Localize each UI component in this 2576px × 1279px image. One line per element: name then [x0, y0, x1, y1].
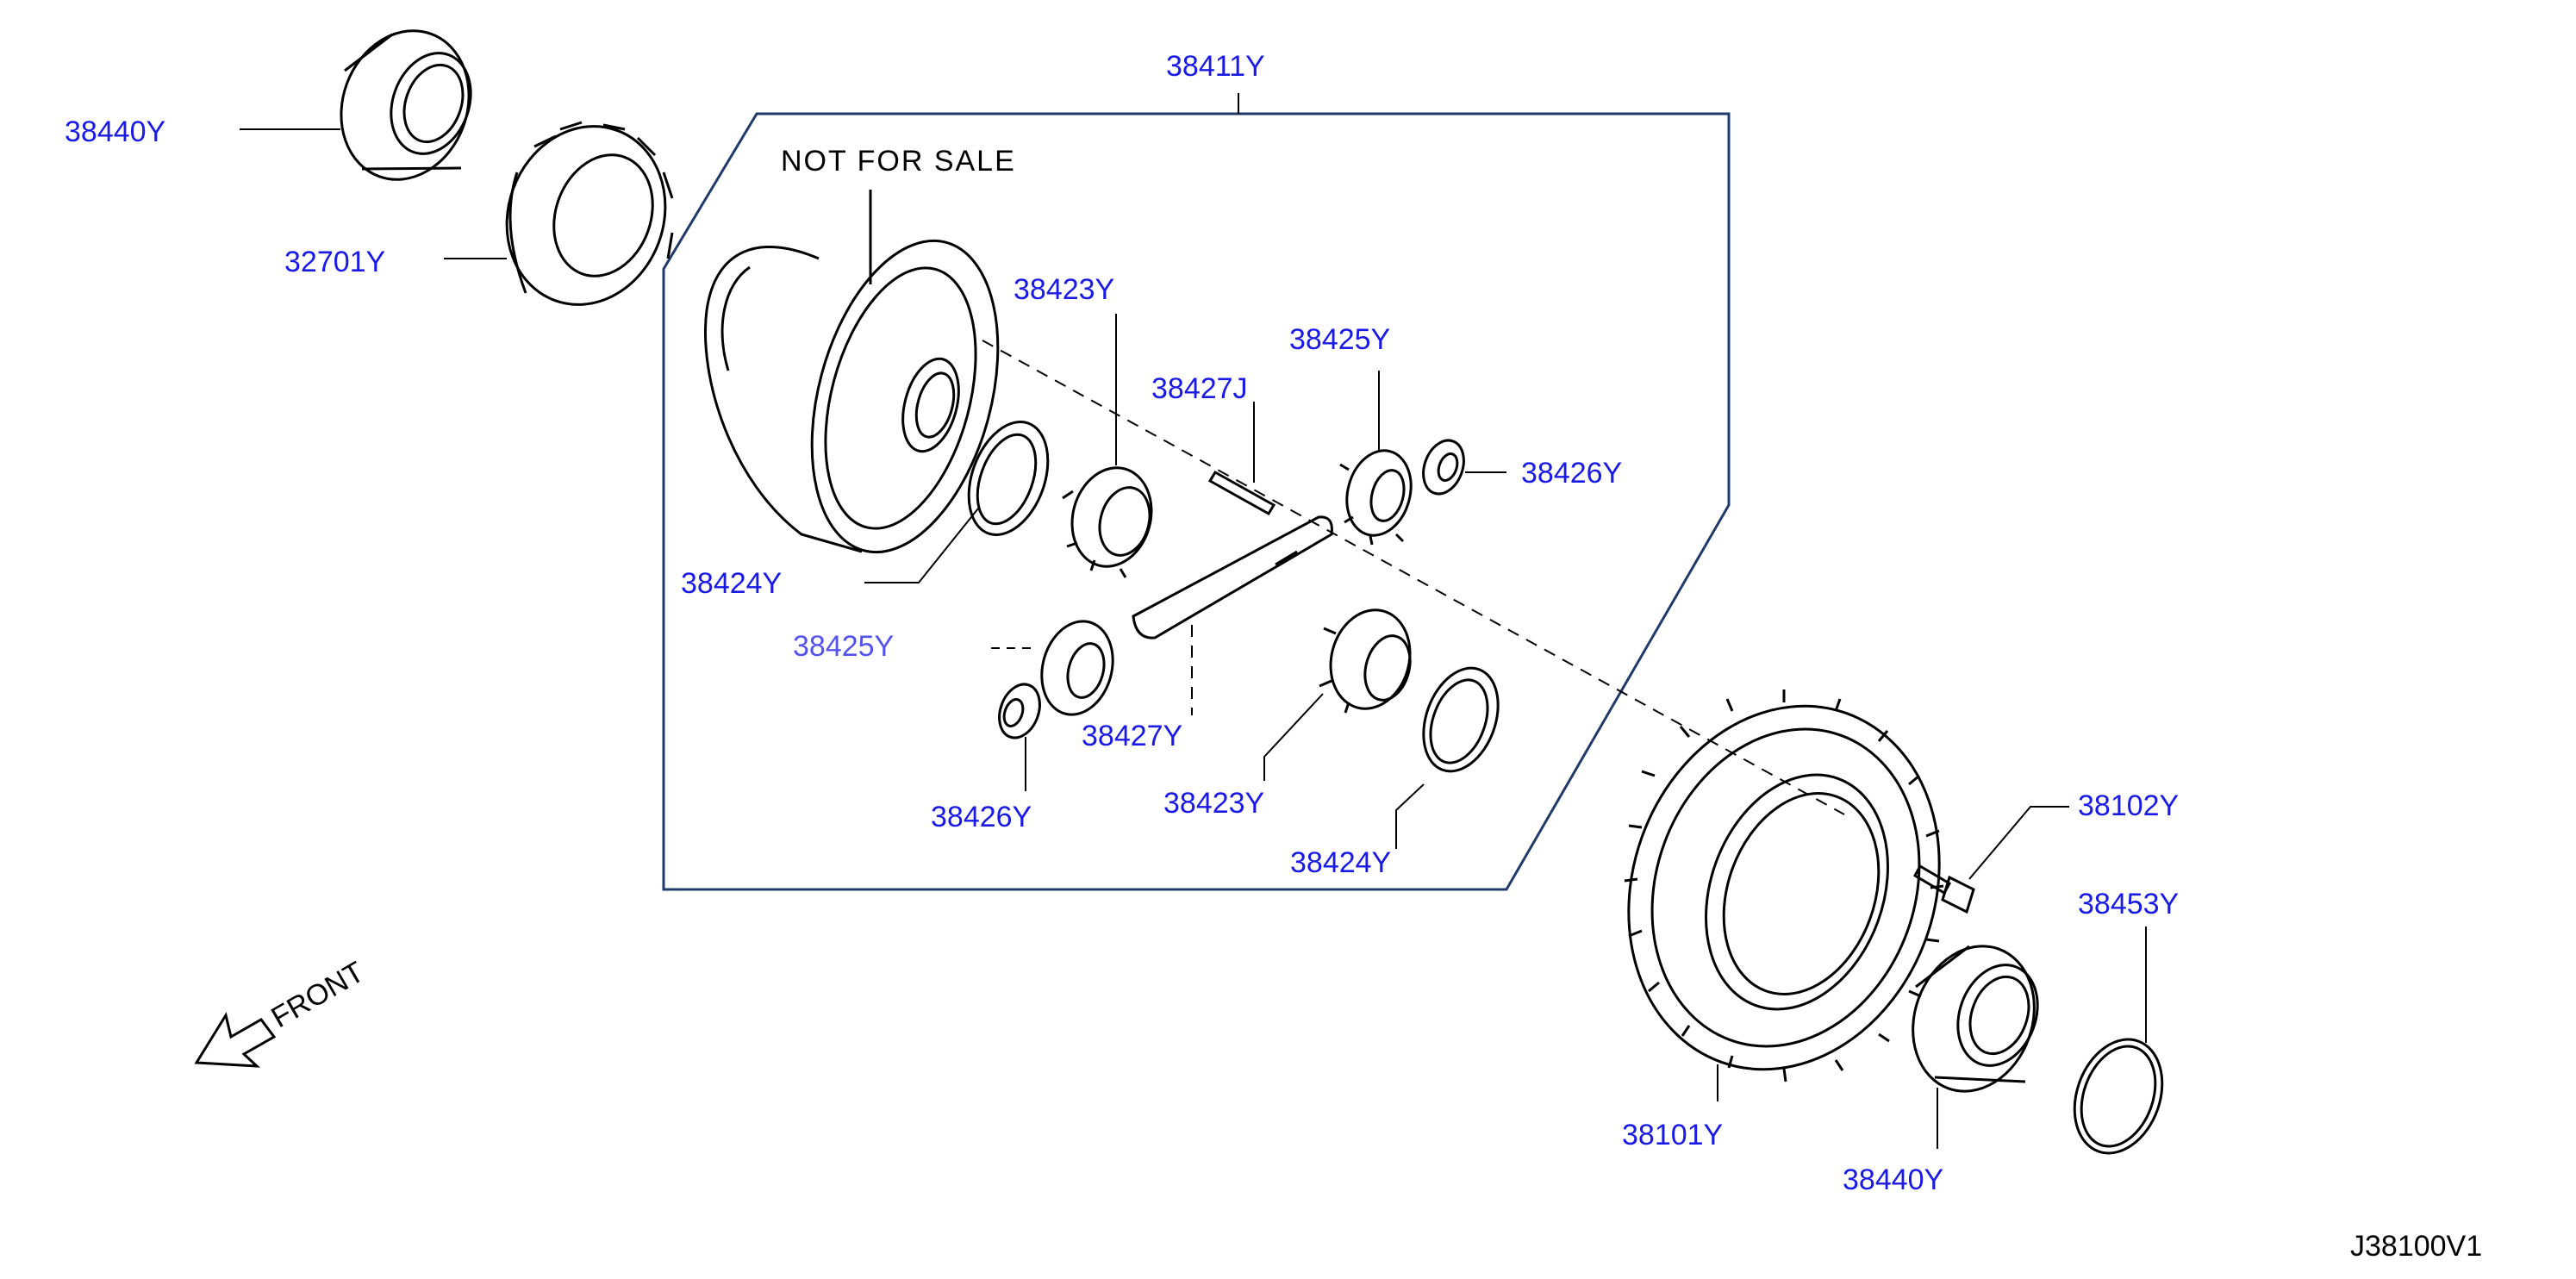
callout-case-assembly[interactable]: 38411Y [1166, 50, 1265, 83]
pinion-shaft-part [1132, 515, 1333, 640]
callout-pin-upper[interactable]: 38427J [1151, 372, 1248, 405]
callout-bearing-top[interactable]: 38440Y [65, 115, 166, 148]
washer-lower-part [998, 683, 1041, 739]
callout-pinion-upper[interactable]: 38425Y [1289, 323, 1391, 356]
callout-washer-lower[interactable]: 38426Y [931, 801, 1032, 833]
callout-bolt[interactable]: 38102Y [2078, 789, 2180, 822]
thrust-washer-lower-part [1422, 666, 1500, 773]
case-assembly-frame [662, 112, 1731, 891]
bearing-bottom-part [1912, 945, 2039, 1093]
callout-seal[interactable]: 38453Y [2078, 888, 2180, 920]
callout-thrust-washer-lower[interactable]: 38424Y [1290, 846, 1392, 879]
callout-washer-upper-right[interactable]: 38426Y [1521, 457, 1623, 490]
pin-upper-part [1207, 470, 1276, 516]
bolt-part [1912, 864, 1975, 914]
callout-gear-top[interactable]: 32701Y [284, 246, 386, 278]
bearing-top-part [340, 29, 472, 181]
side-gear-upper-part [1062, 466, 1153, 578]
callout-pinion-lower[interactable]: 38425Y [793, 630, 895, 663]
callout-thrust-washer-upper[interactable]: 38424Y [681, 567, 783, 600]
gear-top-part [505, 121, 674, 306]
thrust-washer-upper-part [967, 421, 1050, 536]
callout-pin-lower[interactable]: 38427Y [1082, 720, 1183, 752]
differential-case-part [704, 190, 1000, 554]
callout-ring-gear[interactable]: 38101Y [1622, 1119, 1724, 1151]
drawing-code: J38100V1 [2350, 1230, 2483, 1263]
not-for-sale-notice: NOT FOR SALE [781, 145, 1016, 178]
callout-side-gear-lower[interactable]: 38423Y [1163, 787, 1265, 820]
callout-bearing-bottom[interactable]: 38440Y [1843, 1164, 1944, 1196]
ring-gear-part [1624, 689, 1944, 1082]
seal-part [2073, 1038, 2164, 1155]
front-arrow-icon [194, 1012, 277, 1068]
pinion-upper-part [1339, 449, 1413, 546]
washer-upper-right-part [1422, 439, 1465, 496]
pinion-lower-part [1040, 620, 1114, 716]
leader-lines [240, 93, 2147, 1149]
callout-side-gear-upper[interactable]: 38423Y [1014, 273, 1115, 306]
side-gear-lower-part [1319, 608, 1412, 714]
